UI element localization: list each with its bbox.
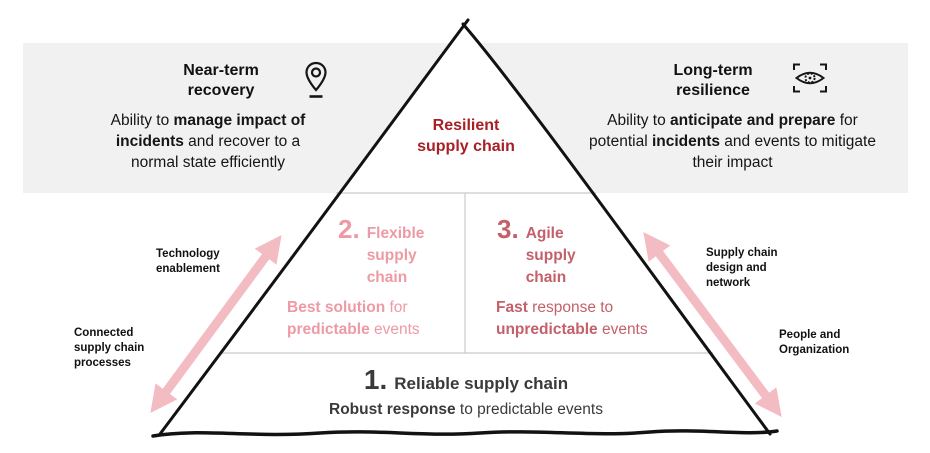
text-segment: and recover to a normal state efficientl… [131, 133, 301, 171]
pyramid-fill [160, 22, 775, 434]
text-segment: for potential [589, 112, 858, 150]
text-segment: Ability to [110, 112, 174, 129]
text-segment-bold: incidents [651, 133, 720, 150]
text-segment: events [369, 321, 420, 338]
text-segment-bold: manage impact of incidents [115, 112, 306, 150]
level-number: 1. [363, 364, 388, 395]
level-number: 2. [338, 214, 360, 244]
resilient-supply-chain-label: Resilient supply chain [417, 117, 515, 155]
text-segment: for [385, 299, 408, 316]
right-double-arrow [643, 232, 782, 417]
left-double-arrow [150, 234, 282, 414]
text-segment-bold: unpredictable [496, 321, 598, 338]
supply-chain-design-network-label: Supply chain design and network [706, 247, 778, 289]
near-term-recovery-description: Ability to manage impact of incidents an… [97, 110, 319, 173]
agile-supply-chain-description: Fast response to unpredictable events [496, 297, 681, 341]
location-pin-icon [305, 61, 327, 98]
reliable-supply-chain-cell: 1. Reliable supply chain [290, 366, 642, 394]
text-segment-bold: predictable [287, 321, 370, 338]
section-dividers [219, 192, 713, 354]
text-segment-bold: Best solution [287, 299, 386, 316]
text-segment: Ability to [607, 112, 671, 129]
flexible-supply-chain-cell: 2. Flexible supply chain [338, 216, 424, 289]
reliable-supply-chain-description: Robust response to predictable events [290, 399, 642, 421]
pyramid-bottom-edge [151, 429, 779, 438]
level-name: Reliable supply chain [394, 374, 569, 393]
text-segment: to predictable events [455, 401, 603, 418]
connected-supply-chain-processes-label: Connected supply chain processes [74, 327, 145, 369]
people-and-organization-label: People and Organization [779, 329, 850, 356]
text-segment-bold: anticipate and prepare [670, 112, 836, 129]
text-segment: events [597, 321, 648, 338]
long-term-resilience-title: Long-term resilience [673, 62, 753, 99]
level-number: 3. [497, 214, 519, 244]
text-segment: response to [527, 299, 614, 316]
text-segment-bold: Robust response [329, 401, 456, 418]
text-segment: and events to mitigate their impact [692, 133, 876, 171]
level-name: Flexible supply chain [366, 225, 425, 286]
text-segment-bold: Fast [496, 299, 528, 316]
technology-enablement-label: Technology enablement [156, 248, 220, 275]
eye-scan-icon [793, 63, 827, 93]
agile-supply-chain-cell: 3. Agile supply chain [497, 216, 576, 289]
flexible-supply-chain-description: Best solution for predictable events [287, 297, 457, 341]
level-name: Agile supply chain [525, 225, 576, 286]
long-term-resilience-description: Ability to anticipate and prepare for po… [585, 110, 880, 173]
near-term-recovery-title: Near-term recovery [183, 62, 259, 99]
